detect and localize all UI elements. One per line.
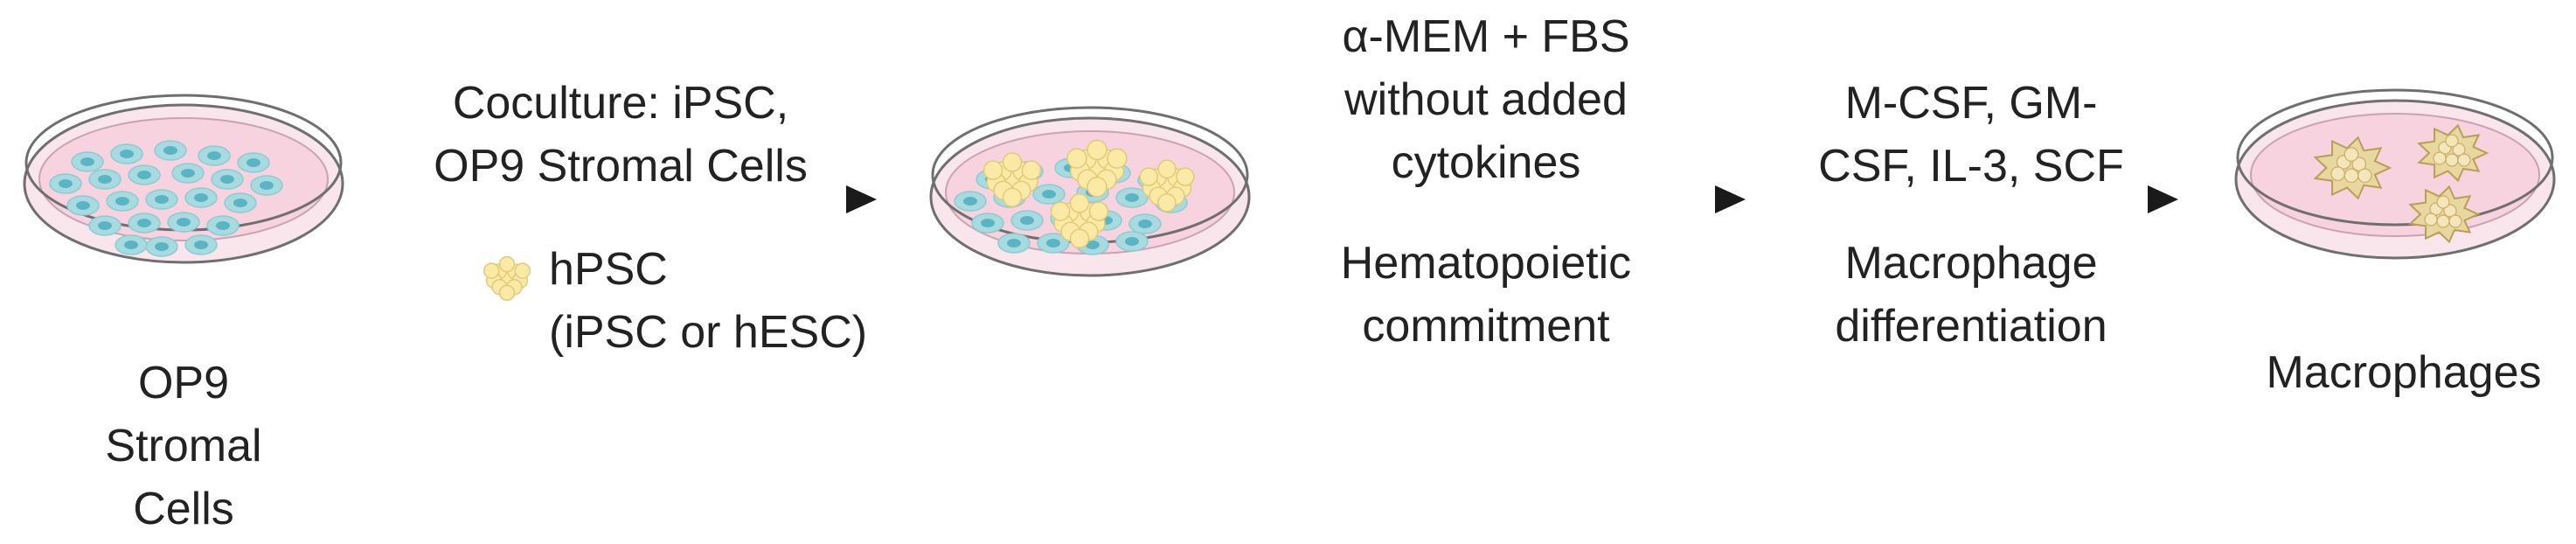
stromal-cell bbox=[145, 189, 178, 210]
stromal-cell bbox=[198, 145, 231, 166]
stromal-cell bbox=[128, 164, 161, 185]
label-line: Hematopoietic bbox=[1340, 238, 1632, 289]
arrow-2-label-top: α-MEM + FBS without added cytokines bbox=[1294, 5, 1678, 194]
dish-3-rim bbox=[2236, 88, 2554, 227]
label-line: Coculture: iPSC, bbox=[452, 78, 789, 129]
arrow-3-head bbox=[2148, 185, 2178, 213]
label-line: without added bbox=[1344, 74, 1628, 125]
label-line: Macrophage bbox=[1844, 238, 2098, 289]
stromal-cell bbox=[128, 213, 161, 234]
stromal-cell bbox=[1128, 213, 1162, 234]
stromal-cell bbox=[211, 169, 244, 190]
caption-line: Macrophages bbox=[2266, 347, 2542, 398]
hpsc-colony bbox=[982, 152, 1042, 208]
hpsc-colony bbox=[1139, 159, 1195, 213]
label-line: M-CSF, GM- bbox=[1844, 78, 2098, 129]
hpsc-legend-icon bbox=[483, 255, 531, 302]
stromal-cell bbox=[71, 151, 104, 172]
stromal-cell bbox=[154, 140, 187, 161]
stromal-cell bbox=[184, 187, 218, 208]
stromal-cell bbox=[1115, 231, 1149, 252]
stromal-cell bbox=[1115, 187, 1149, 208]
stromal-cell bbox=[997, 233, 1031, 254]
hpsc-colony bbox=[1066, 139, 1128, 198]
stromal-cell bbox=[1037, 233, 1070, 254]
macrophage-cell bbox=[2313, 136, 2392, 200]
stromal-cell bbox=[971, 213, 1004, 234]
caption-line: Stromal bbox=[105, 421, 262, 471]
label-line: α-MEM + FBS bbox=[1342, 11, 1630, 62]
hpsc-colony bbox=[483, 255, 531, 302]
stromal-cell bbox=[145, 236, 178, 257]
hpsc-colonies-group bbox=[982, 139, 1195, 249]
arrow-macrophage bbox=[1818, 185, 2178, 213]
dish-3-media bbox=[2250, 113, 2540, 237]
stromal-cell bbox=[1010, 210, 1044, 231]
arrow-2-label-bottom: Hematopoietic commitment bbox=[1294, 232, 1678, 358]
arrow-1-label-top: Coculture: iPSC, OP9 Stromal Cells bbox=[411, 72, 830, 198]
legend-line: (iPSC or hESC) bbox=[549, 307, 868, 358]
stromal-cell bbox=[167, 212, 200, 233]
stromal-cell bbox=[206, 215, 240, 236]
stromal-cell bbox=[88, 215, 122, 236]
legend-line: hPSC bbox=[549, 244, 668, 295]
arrow-3-label-top: M-CSF, GM- CSF, IL-3, SCF bbox=[1783, 72, 2159, 198]
stromal-cell bbox=[250, 175, 283, 196]
label-line: CSF, IL-3, SCF bbox=[1818, 141, 2124, 192]
stromal-cell bbox=[106, 191, 139, 212]
dish-macrophage bbox=[2234, 88, 2556, 260]
stromal-cell bbox=[66, 195, 100, 216]
stromal-cell bbox=[115, 234, 148, 255]
arrow-3-label-bottom: Macrophage differentiation bbox=[1783, 232, 2159, 358]
caption-line: Cells bbox=[133, 484, 234, 534]
caption-op9-stromal-cells: OP9 Stromal Cells bbox=[96, 352, 271, 541]
caption-line: OP9 bbox=[137, 358, 230, 408]
macrophage-cell bbox=[2408, 185, 2481, 244]
macrophage-cells-group bbox=[2313, 123, 2489, 244]
stromal-cell bbox=[49, 173, 82, 194]
stromal-cell bbox=[1032, 184, 1066, 205]
stromal-cell bbox=[954, 191, 987, 212]
hpsc-colony bbox=[1050, 193, 1109, 249]
arrow-1-head bbox=[846, 185, 877, 213]
label-line: differentiation bbox=[1835, 301, 2107, 352]
hpsc-legend-text: hPSC (iPSC or hESC) bbox=[549, 238, 916, 364]
label-line: OP9 Stromal Cells bbox=[434, 141, 808, 192]
stromal-cell bbox=[171, 163, 205, 184]
arrow-2-head bbox=[1715, 185, 1746, 213]
caption-macrophages: Macrophages bbox=[2238, 341, 2570, 404]
dish-stromal bbox=[23, 94, 344, 264]
stromal-cell bbox=[237, 152, 270, 173]
label-line: commitment bbox=[1362, 301, 1610, 352]
stromal-cell bbox=[110, 143, 143, 164]
stromal-cells-group-1 bbox=[49, 140, 283, 257]
stromal-cell bbox=[224, 192, 257, 213]
stromal-cell bbox=[184, 234, 218, 255]
dish-coculture bbox=[929, 106, 1251, 277]
arrow-hematopoietic bbox=[1259, 185, 1746, 213]
arrow-coculture bbox=[402, 185, 877, 213]
stromal-cell bbox=[88, 169, 122, 190]
label-line: cytokines bbox=[1391, 137, 1581, 188]
macrophage-cell bbox=[2417, 123, 2489, 183]
